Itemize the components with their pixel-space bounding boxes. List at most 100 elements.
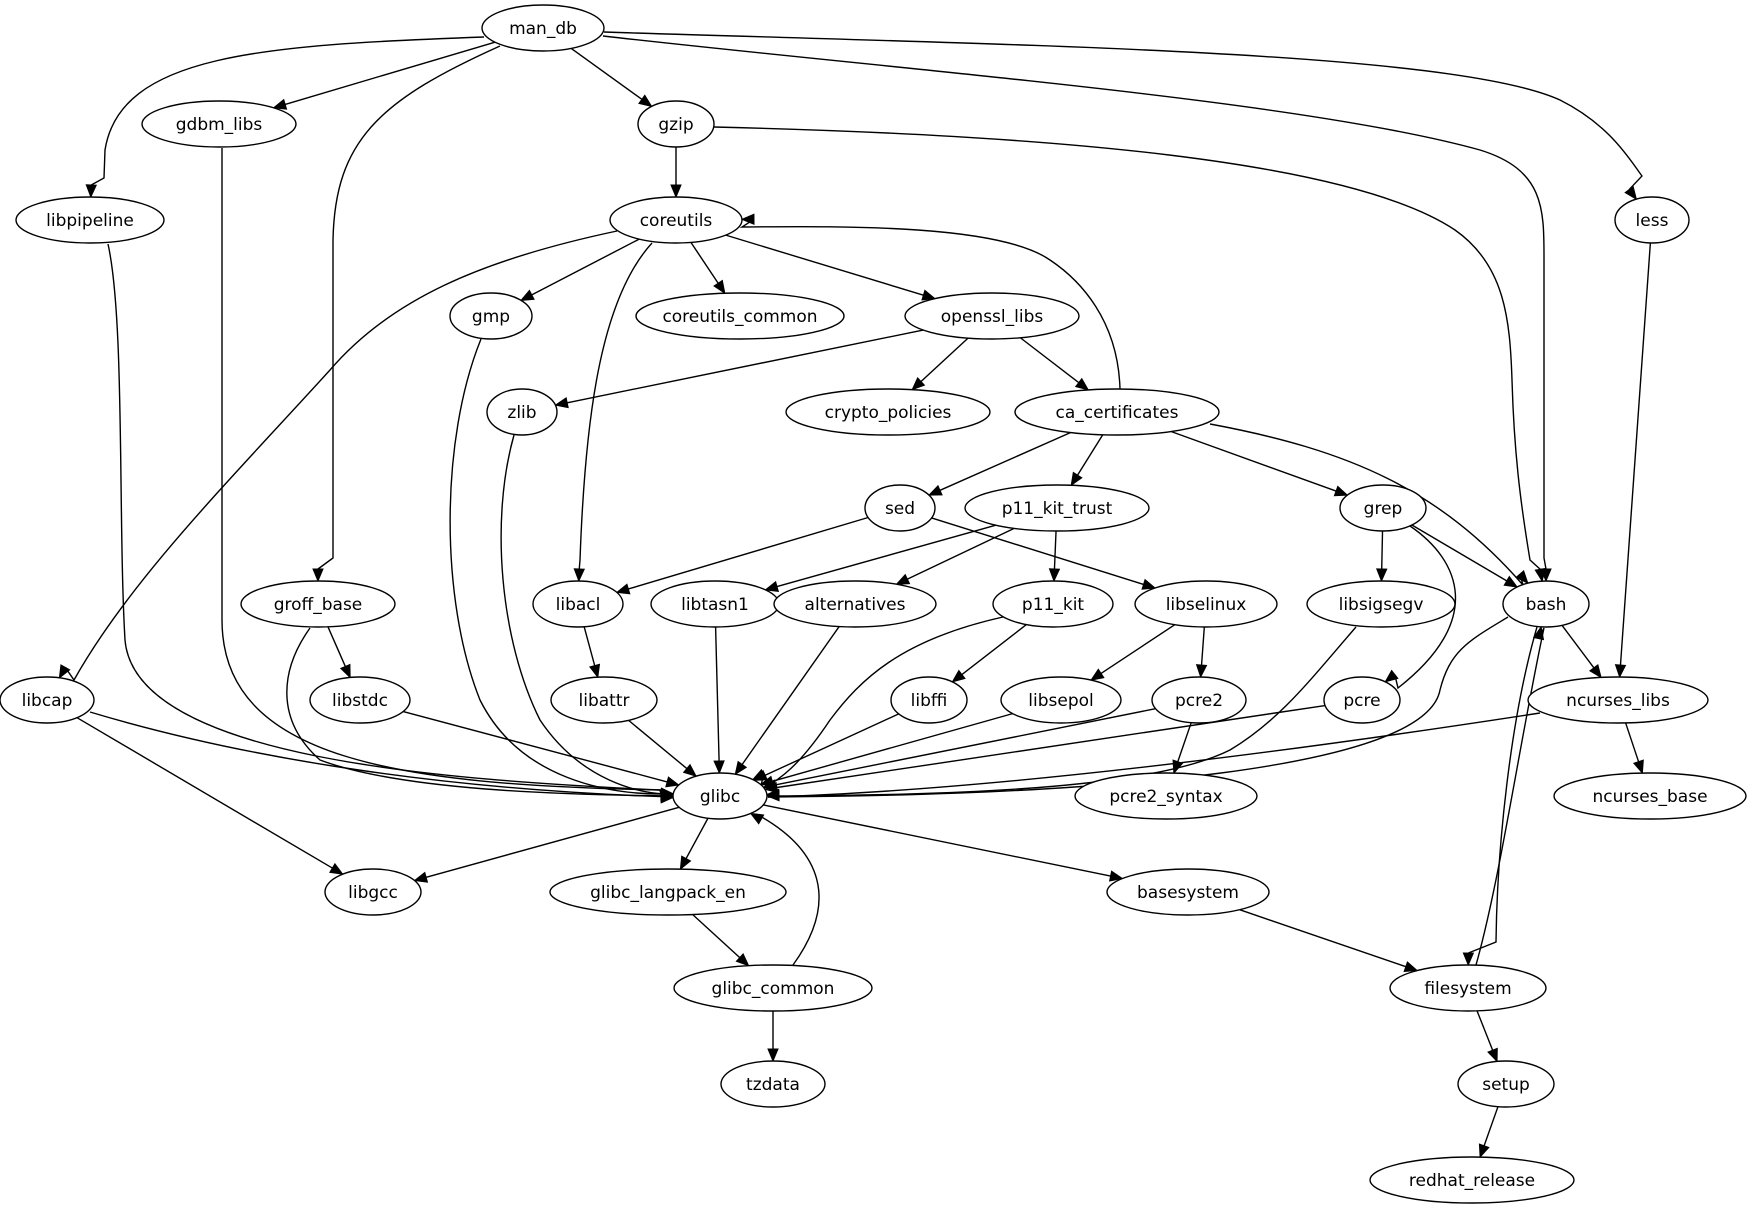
edge-line (500, 434, 673, 799)
edge-line (76, 717, 333, 869)
arrowhead-icon (1141, 578, 1157, 590)
node-label: alternatives (805, 595, 906, 615)
node-shape (964, 484, 1150, 532)
edge-line (628, 719, 688, 770)
arrowhead-icon (272, 98, 288, 110)
edge-line (64, 230, 618, 682)
node-label: p11_kit (1022, 595, 1084, 615)
node-label: libpipeline (46, 211, 134, 231)
node-shape (992, 580, 1114, 628)
edge-line (776, 524, 997, 588)
node-shape (864, 484, 936, 532)
node-shape (1134, 580, 1278, 628)
edge-openssl_libs-to-zlib (554, 329, 924, 409)
node-label: gmp (472, 307, 510, 327)
edge-line (317, 45, 501, 570)
node-label: pcre2_syntax (1109, 787, 1222, 807)
arrowhead-icon (85, 184, 98, 199)
edge-gzip-to-coreutils (670, 147, 682, 199)
edge-line (327, 626, 346, 667)
node-coreutils_common: coreutils_common (635, 292, 845, 340)
edge-pcre-to-glibc (763, 704, 1326, 794)
edge-coreutils-to-coreutils_common (690, 242, 726, 295)
edge-libacl-to-libattr (583, 626, 601, 679)
edge-line (602, 35, 1547, 570)
node-label: groff_base (274, 595, 363, 615)
edge-coreutils-to-openssl_libs (725, 234, 937, 301)
edge-line (221, 148, 662, 796)
node-filesystem: filesystem (1389, 964, 1547, 1012)
edge-ca_certificates-to-bash (1209, 423, 1529, 586)
edge-line (692, 913, 741, 959)
node-label: libsigsegv (1339, 595, 1424, 615)
node-libffi: libffi (890, 676, 968, 724)
edge-glibc-to-libgcc (413, 806, 680, 883)
node-ncurses_base: ncurses_base (1553, 772, 1747, 820)
edge-coreutils-to-libacl (573, 242, 653, 583)
arrowhead-icon (921, 289, 937, 301)
arrowhead-icon (1195, 664, 1208, 679)
arrowhead-icon (911, 376, 926, 391)
edge-filesystem-to-bash (1475, 625, 1545, 966)
node-gzip: gzip (637, 100, 715, 148)
node-label: gzip (658, 115, 693, 135)
edge-bash-to-filesystem (1462, 626, 1538, 967)
node-pcre: pcre (1323, 676, 1401, 724)
edge-line (776, 704, 1326, 789)
edge-line (725, 234, 924, 296)
node-shape (1339, 484, 1427, 532)
node-label: glibc_common (712, 979, 835, 999)
edge-glibc_common-to-glibc (749, 812, 820, 966)
node-shape (324, 868, 422, 916)
edge-line (907, 527, 1015, 580)
arrowhead-icon (895, 573, 911, 585)
edge-grep-to-bash (1411, 524, 1519, 588)
edge-line (531, 238, 640, 296)
edge-libselinux-to-libsepol (1089, 624, 1176, 681)
node-shape (141, 100, 297, 148)
edge-glibc_langpack_en-to-glibc_common (692, 913, 750, 967)
arrowhead-icon (588, 663, 601, 679)
node-glibc: glibc (672, 772, 768, 820)
arrowhead-icon (1403, 961, 1419, 972)
node-ncurses_libs: ncurses_libs (1527, 676, 1709, 724)
arrowhead-icon (1534, 567, 1546, 583)
edge-line (449, 338, 669, 798)
arrowhead-icon (58, 664, 71, 679)
edge-line (1624, 722, 1640, 762)
node-alternatives: alternatives (773, 580, 937, 628)
node-libpipeline: libpipeline (15, 196, 165, 244)
arrowhead-icon (1515, 569, 1529, 585)
arrowhead-icon (1333, 485, 1349, 497)
node-label: glibc_langpack_en (590, 883, 746, 903)
edge-line (583, 626, 596, 666)
node-openssl_libs: openssl_libs (904, 292, 1080, 340)
node-shape (1369, 1156, 1575, 1204)
node-shape (550, 676, 658, 724)
node-label: libgcc (348, 883, 398, 903)
node-coreutils: coreutils (609, 196, 743, 244)
node-libtasn1: libtasn1 (650, 580, 780, 628)
node-shape (309, 676, 411, 724)
node-label: sed (885, 499, 915, 519)
node-pcre2: pcre2 (1151, 676, 1247, 724)
edge-line (1468, 626, 1538, 954)
node-shape (486, 388, 558, 436)
node-label: tzdata (746, 1075, 800, 1095)
node-label: libstdc (332, 691, 388, 711)
arrowhead-icon (1462, 952, 1475, 967)
node-libsigsegv: libsigsegv (1306, 580, 1456, 628)
node-libsepol: libsepol (1000, 676, 1122, 724)
node-label: libcap (22, 691, 73, 711)
edge-groff_base-to-libstdc (327, 626, 351, 679)
arrowhead-icon (670, 184, 682, 199)
node-shape (240, 580, 396, 628)
node-shape (637, 100, 715, 148)
edge-p11_kit_trust-to-libtasn1 (764, 524, 997, 592)
node-label: bash (1526, 595, 1567, 615)
edge-line (685, 817, 709, 859)
edge-line (403, 710, 668, 783)
node-shape (1457, 1060, 1555, 1108)
node-label: basesystem (1137, 883, 1239, 903)
node-label: coreutils_common (662, 307, 817, 327)
